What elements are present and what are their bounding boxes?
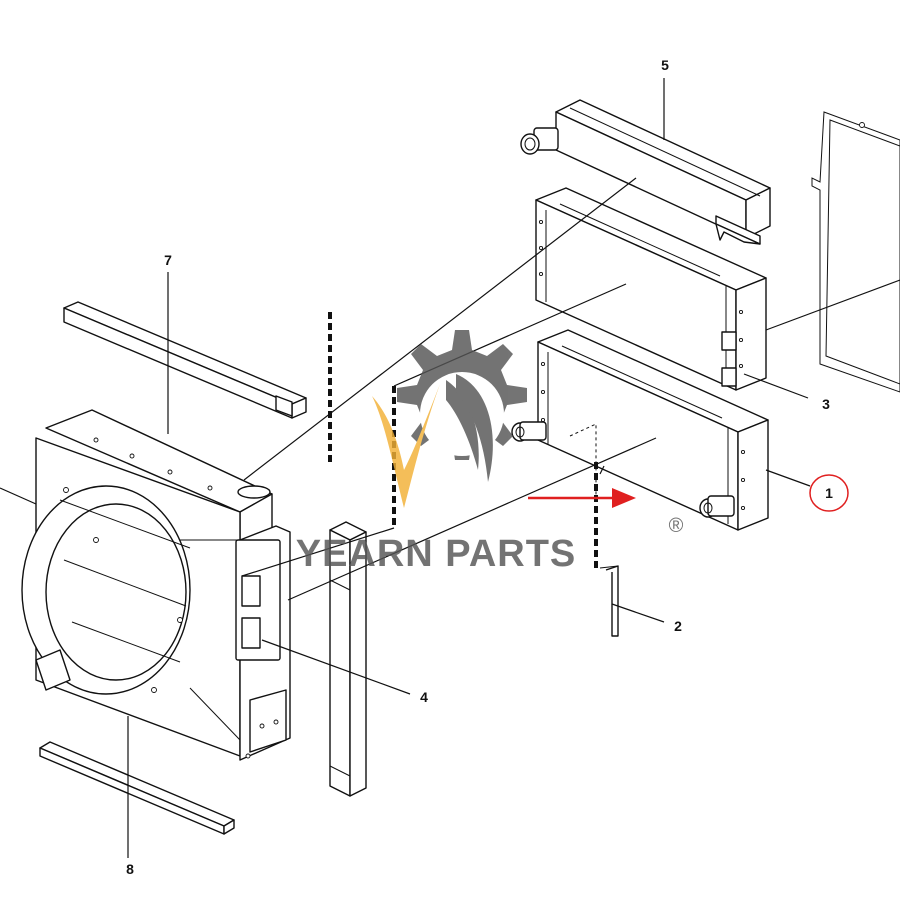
part-3-upper-cooler [535, 187, 767, 391]
callout-5: 4 [420, 689, 428, 705]
fan-shroud-frame [21, 409, 291, 761]
part-8-bottom-seal [39, 741, 235, 835]
callout-7: 7 [164, 252, 172, 268]
watermark-text: YEARN PARTS [296, 533, 577, 575]
leader-lines [0, 78, 900, 858]
registered-mark: ® [669, 515, 684, 537]
callout-3: 3 [822, 396, 830, 412]
part-5-side-seal [329, 521, 367, 797]
part-7-top-seal [63, 301, 307, 419]
watermark-logo: YEARN PARTS ® [296, 330, 684, 575]
flame-icon [372, 374, 493, 508]
highlight-arrow [528, 488, 636, 508]
callout-2: 2 [674, 618, 682, 634]
callout-8: 8 [126, 861, 134, 877]
callouts: 5 3 1 2 4 7 8 [126, 57, 849, 877]
part-4-charge-air-cooler [520, 99, 771, 245]
callout-4: 5 [661, 57, 669, 73]
part-1-radiator [511, 329, 769, 531]
part-2-pin [599, 565, 619, 637]
callout-1: 1 [825, 485, 833, 501]
callout-1-circle [809, 474, 849, 512]
screen-frame [811, 111, 900, 393]
